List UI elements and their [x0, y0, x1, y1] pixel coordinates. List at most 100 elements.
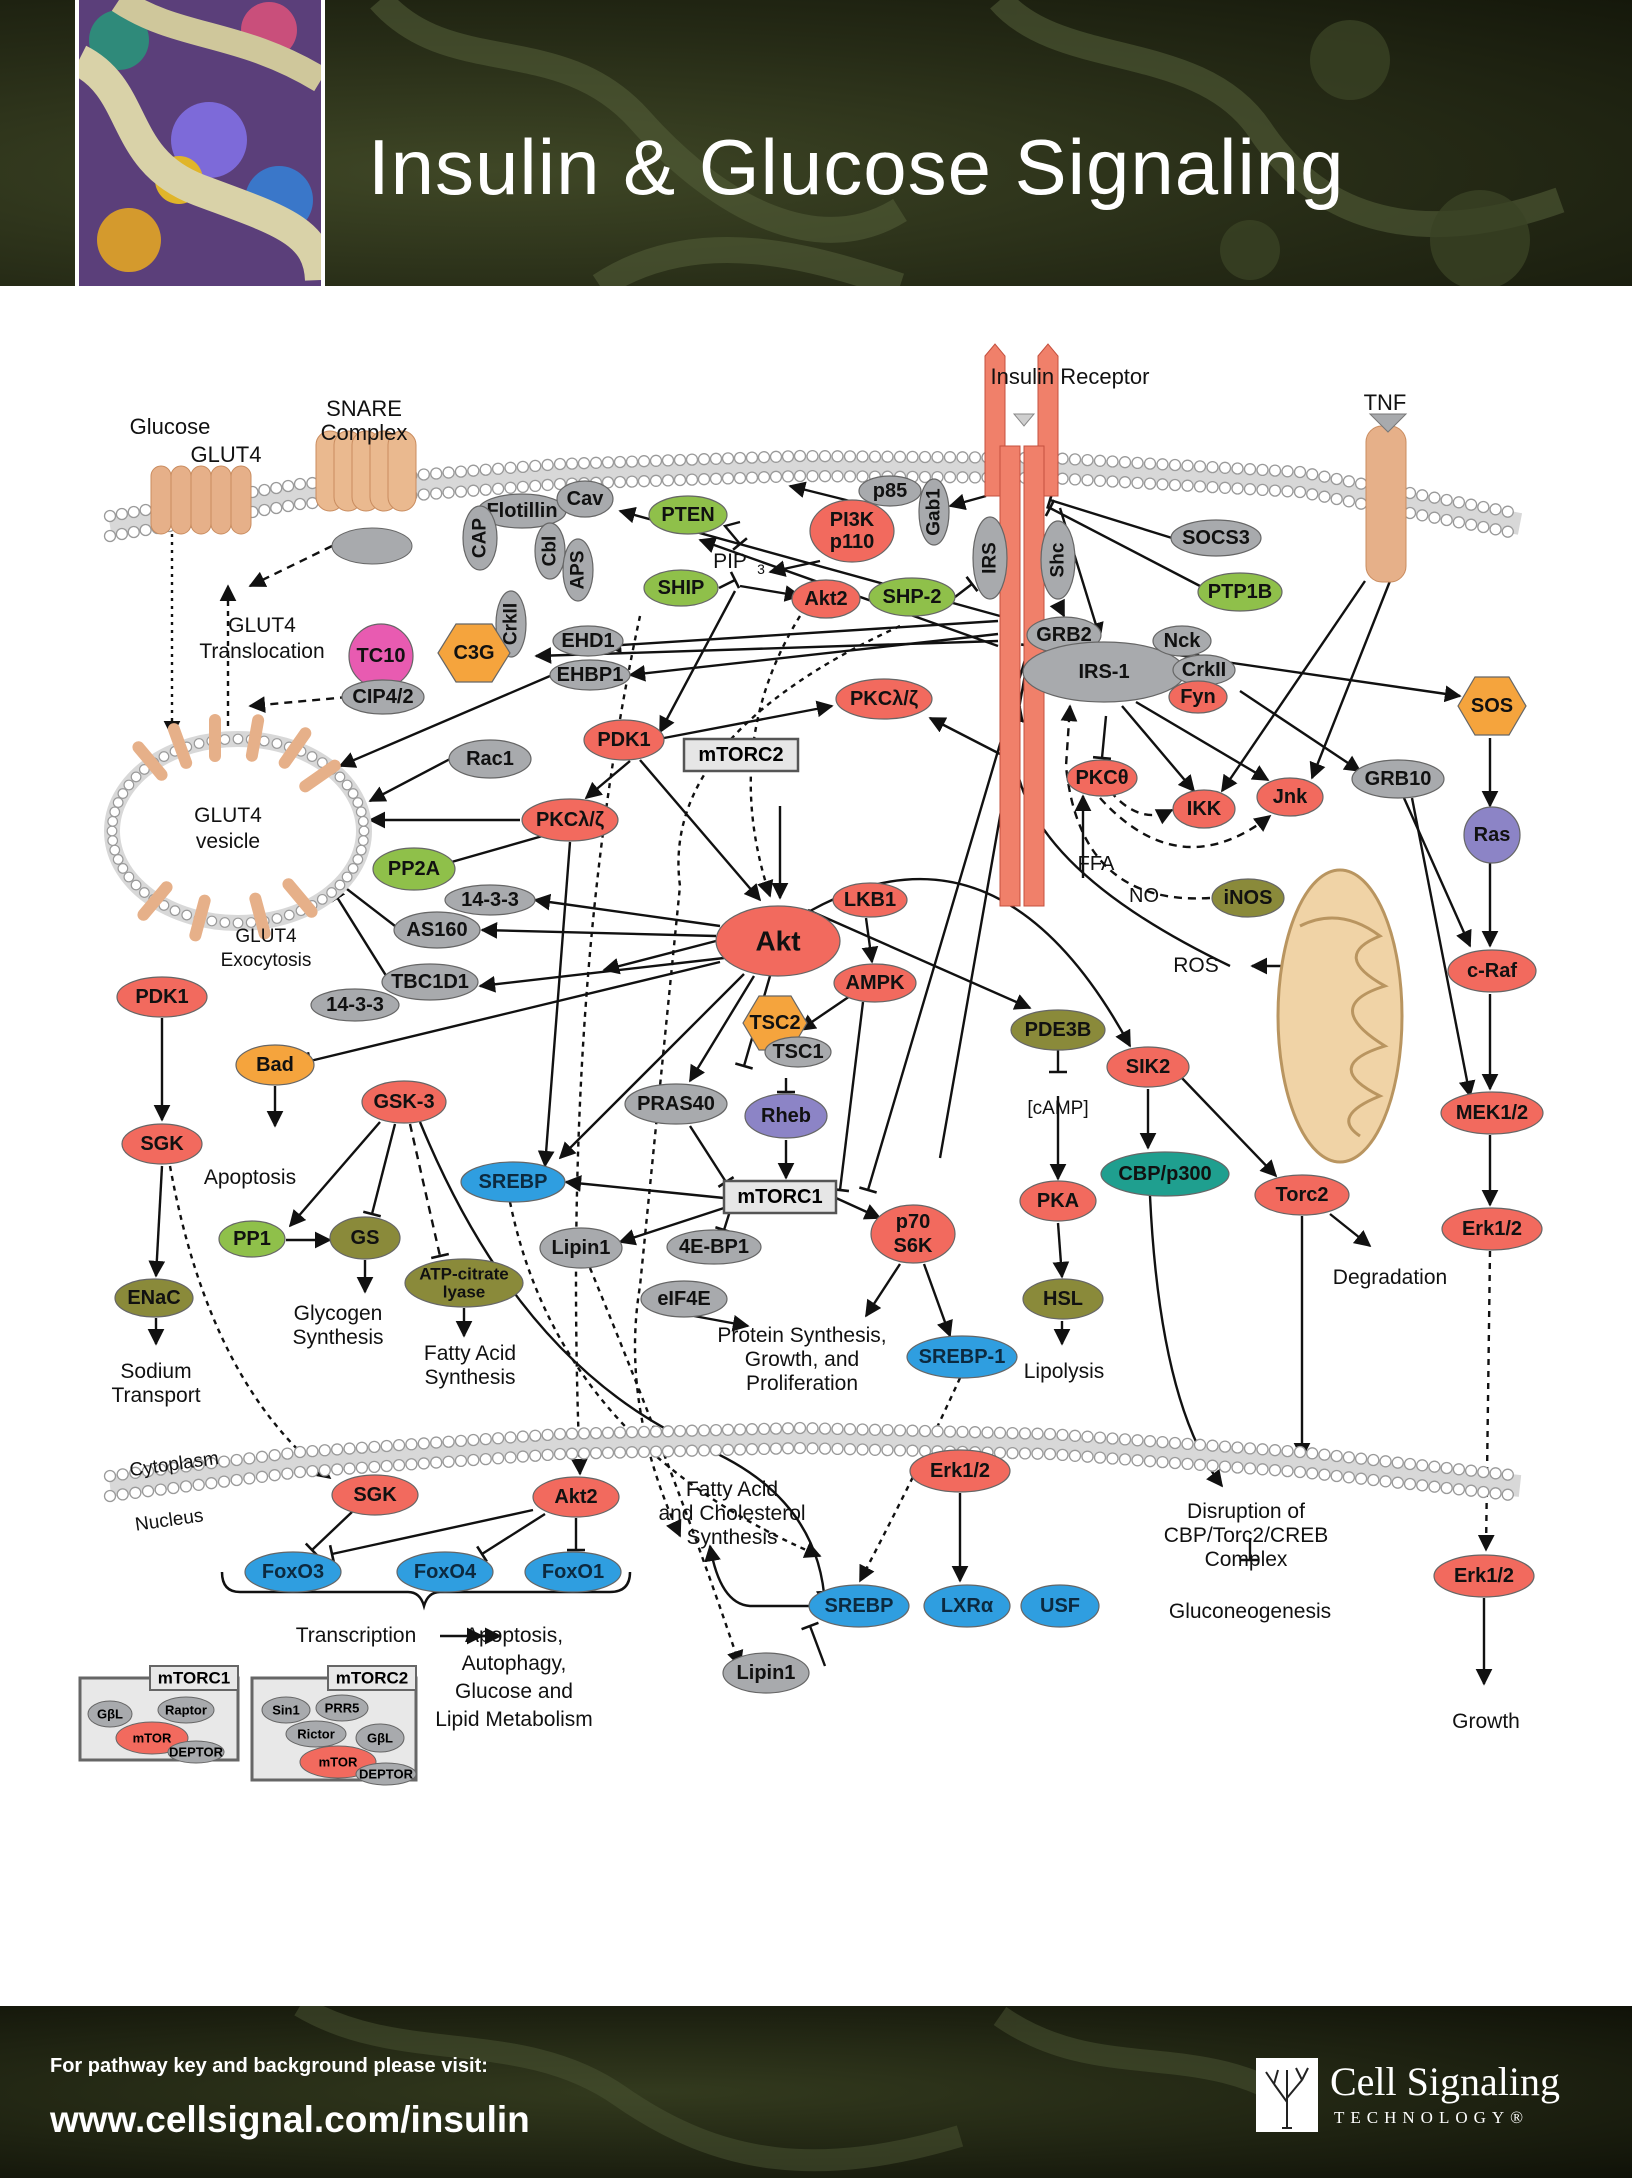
node-as160: AS160 — [393, 911, 481, 949]
node-erk_right: Erk1/2 — [1441, 1207, 1543, 1251]
label-glut4-exo-1: GLUT4 — [235, 926, 297, 947]
erk_nuc-label: Erk1/2 — [930, 1460, 990, 1482]
usf-label: USF — [1040, 1595, 1080, 1617]
edge-irs1-pkct — [1100, 715, 1108, 759]
cst-logo: Cell Signaling TECHNOLOGY® — [1256, 2058, 1586, 2138]
node-grb10: GRB10 — [1351, 759, 1445, 799]
protein-structure-thumbnail — [75, 0, 325, 286]
node-sgk: SGK — [121, 1123, 203, 1165]
lkb1-label: LKB1 — [844, 889, 896, 911]
label-glut4-transloc-2: Translocation — [199, 640, 324, 663]
edge-tbc1d1-vesicle — [328, 884, 392, 983]
label-disruption-3: Complex — [1205, 1548, 1288, 1571]
irs1-label: IRS-1 — [1078, 661, 1129, 683]
node-ehd1: EHD1 — [552, 625, 624, 657]
label-protein-2: Growth, and — [745, 1348, 859, 1371]
edge-tnfr-ikk — [1221, 580, 1366, 793]
pi3k-label-1: PI3K — [830, 509, 875, 531]
flotillin-label: Flotillin — [486, 500, 557, 522]
edge-irs1-ikk — [1121, 705, 1196, 793]
t1433_b-label: 14-3-3 — [326, 994, 384, 1016]
node-lipin1_nuc: Lipin1 — [722, 1652, 810, 1694]
node-cbp: CBP/p300 — [1100, 1151, 1230, 1197]
ras-label: Ras — [1474, 824, 1511, 846]
hsl-label: HSL — [1043, 1288, 1083, 1310]
p70-label-1: p70 — [896, 1211, 930, 1233]
crkii_left-label: CrkII — [501, 603, 522, 645]
label-fa-chol-3: Synthesis — [686, 1526, 777, 1549]
inset-mtorc1-raptor: Raptor — [165, 1703, 207, 1718]
pp1-label: PP1 — [233, 1228, 271, 1250]
node-rheb: Rheb — [744, 1093, 828, 1139]
edge-irs1-jnk — [1135, 700, 1270, 782]
node-flotillin: Flotillin — [477, 493, 567, 529]
node-srebp_nuc: SREBP — [808, 1584, 910, 1628]
edge-gsk3-pp1 — [288, 1121, 381, 1228]
tnfr1-receptor — [1365, 413, 1408, 583]
edge-tnfr-jnk — [1309, 580, 1392, 780]
sgk-label: SGK — [140, 1133, 184, 1155]
edge-p70-srebp1 — [922, 1263, 953, 1338]
label-transcription: Transcription — [296, 1624, 417, 1647]
node-aps: APS — [562, 538, 594, 602]
node-pka: PKA — [1019, 1180, 1097, 1222]
edge-lipin-nuc — [588, 1267, 744, 1668]
label-lipolysis: Lipolysis — [1024, 1360, 1105, 1383]
node-cbl: Cbl — [534, 522, 566, 580]
mtorc2-label: mTORC2 — [698, 744, 783, 766]
node-shp2: SHP-2 — [868, 577, 956, 617]
edge-grb10-craf — [1402, 797, 1472, 948]
header-background-art — [370, 0, 1565, 286]
inset-mtorc2-prr5: PRR5 — [325, 1701, 360, 1716]
inset-mtorc2-mtor: mTOR — [319, 1755, 358, 1770]
node-cip4: CIP4/2 — [341, 679, 425, 715]
label-glycogen-2: Synthesis — [292, 1326, 383, 1349]
node-akt2_top: Akt2 — [791, 579, 861, 619]
shp2-label: SHP-2 — [883, 586, 942, 608]
edge-pip3-akt2 — [739, 584, 802, 602]
acl-label-2: lyase — [443, 1283, 486, 1302]
inset-mtorc2-rictor: Rictor — [297, 1727, 335, 1742]
node-pkclz_top: PKCλ/ζ — [835, 678, 933, 720]
node-erk_far: Erk1/2 — [1433, 1554, 1535, 1598]
pip3-subscript: 3 — [757, 561, 765, 577]
label-outcome-3: Glucose and — [455, 1680, 573, 1703]
static-layer: Insulin ReceptorTNFGlucoseGLUT4SNAREComp… — [103, 343, 1523, 1733]
label-fatty-acid-2: Synthesis — [424, 1366, 515, 1389]
node-pde3b: PDE3B — [1010, 1009, 1106, 1051]
label-outcome-2: Autophagy, — [462, 1652, 567, 1675]
footer-url-link[interactable]: www.cellsignal.com/insulin — [50, 2099, 530, 2140]
eif4e-label: eIF4E — [657, 1288, 710, 1310]
edge-pten-pip3 — [722, 520, 741, 545]
edge-ehbp1-vesicle — [338, 674, 551, 768]
signaling-pathway-diagram: Insulin ReceptorTNFGlucoseGLUT4SNAREComp… — [78, 343, 1544, 1786]
label-gluconeo: Gluconeogenesis — [1169, 1600, 1331, 1623]
label-disruption-2: CBP/Torc2/CREB — [1164, 1524, 1329, 1547]
bad-label: Bad — [256, 1054, 294, 1076]
node-mtorc1: mTORC1 — [722, 1179, 838, 1215]
erk_right-label: Erk1/2 — [1462, 1218, 1522, 1240]
edge-cip4-vesicle — [248, 695, 349, 713]
pkclz_top-label: PKCλ/ζ — [850, 688, 918, 710]
pi3k-label-2: p110 — [830, 531, 874, 553]
edge-pdk1-pkclz — [584, 760, 631, 800]
node-pten: PTEN — [648, 495, 728, 535]
node-mek: MEK1/2 — [1440, 1091, 1544, 1135]
crkii_right-label: CrkII — [1182, 659, 1226, 681]
label-glut4: GLUT4 — [191, 442, 262, 467]
srebp1-label: SREBP-1 — [919, 1346, 1006, 1368]
company-sub-text: TECHNOLOGY — [1334, 2108, 1511, 2127]
node-pp2a: PP2A — [372, 847, 456, 891]
edge-receptor-c3g — [534, 639, 999, 664]
fyn-label: Fyn — [1180, 686, 1216, 708]
as160-label: AS160 — [406, 919, 467, 941]
edge-pip3-pdk1 — [658, 590, 737, 734]
page-title: Insulin & Glucose Signaling — [368, 123, 1345, 211]
rac1-label: Rac1 — [466, 748, 514, 770]
node-pdk1_left: PDK1 — [116, 976, 208, 1018]
node-torc2: Torc2 — [1254, 1174, 1350, 1216]
